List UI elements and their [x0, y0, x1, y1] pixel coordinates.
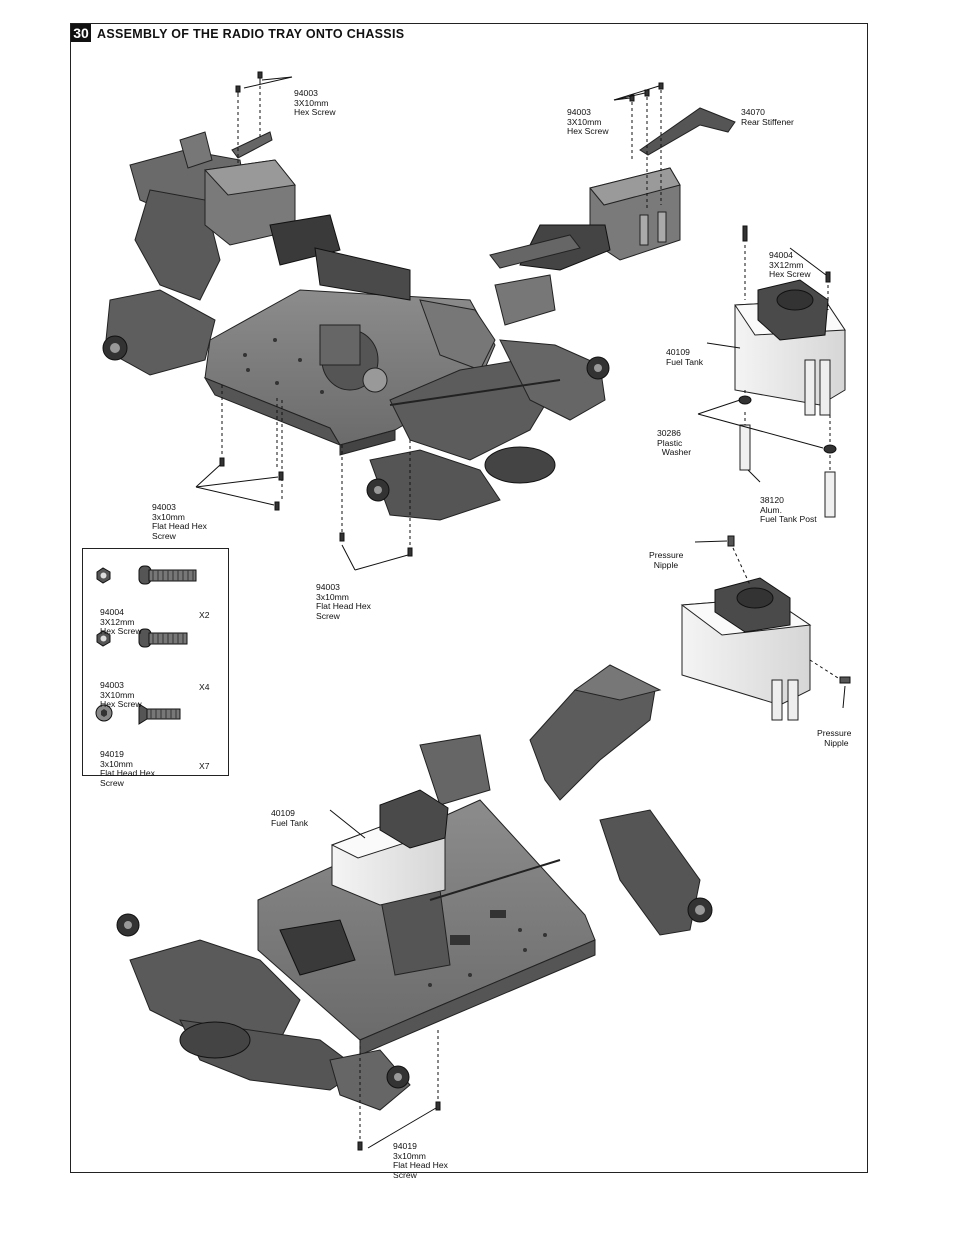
- fuel-tank-assembled: [680, 535, 851, 721]
- callout-pressure-nipple-right: Pressure Nipple: [817, 728, 852, 748]
- legend-parts-art: [95, 565, 197, 725]
- hex-nut-icon: [96, 630, 111, 647]
- under-chassis-screws: [195, 385, 413, 571]
- step-title: ASSEMBLY OF THE RADIO TRAY ONTO CHASSIS: [97, 27, 405, 41]
- step-number: 30: [71, 24, 91, 42]
- hex-nut-icon: [96, 567, 111, 584]
- flat-head-screw-icon: [138, 703, 181, 725]
- top-hex-screws: [235, 71, 293, 165]
- top-chassis: [102, 131, 610, 521]
- legend-qty-94004: X2: [199, 610, 210, 620]
- legend-qty-94003: X4: [199, 682, 210, 692]
- bottom-chassis: [116, 664, 713, 1151]
- hex-screw-icon: [138, 565, 197, 585]
- hex-screw-icon: [138, 628, 188, 648]
- flat-head-top-icon: [95, 704, 113, 722]
- page-frame: [70, 23, 868, 1173]
- fuel-tank-exploded: [697, 225, 846, 518]
- radio-tray-assembly: [489, 82, 736, 326]
- callout-pressure-nipple-top: Pressure Nipple: [649, 550, 684, 570]
- legend-qty-94019: X7: [199, 761, 210, 771]
